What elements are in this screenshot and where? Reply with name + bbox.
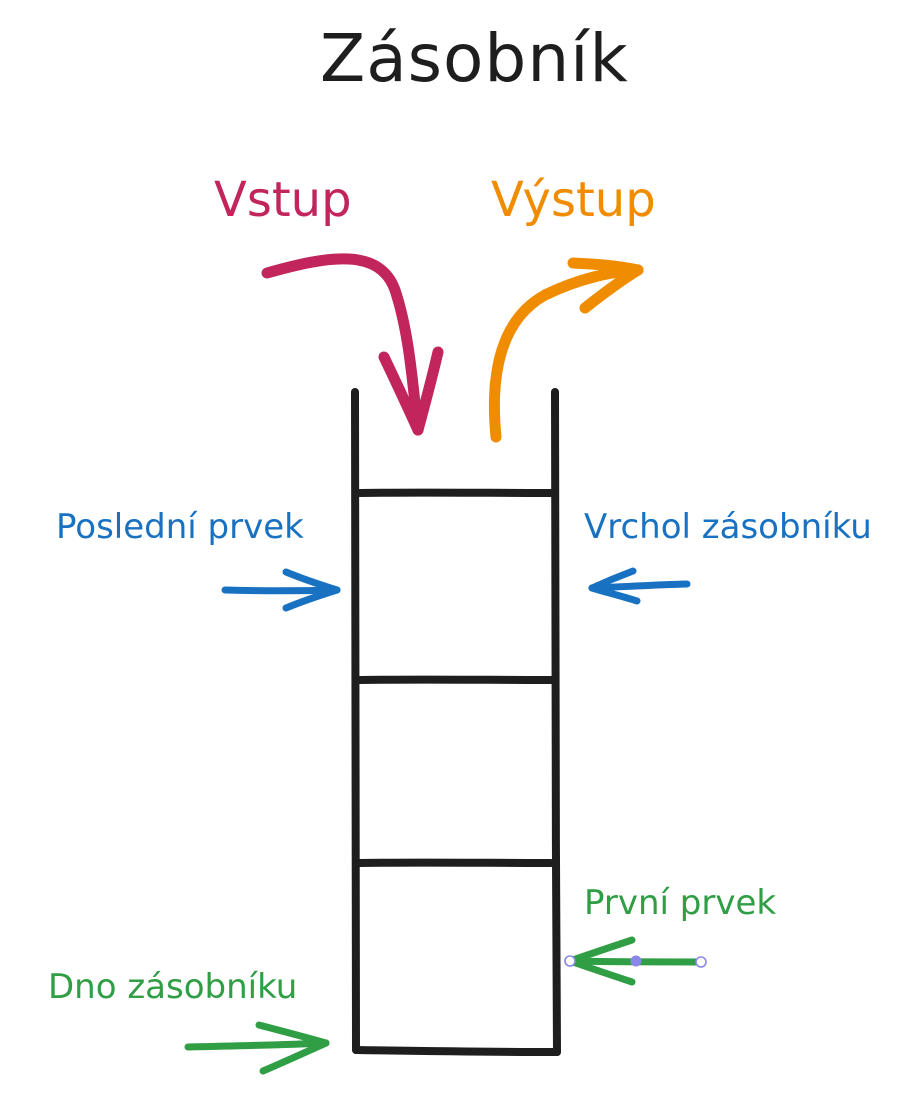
output-arrow-shaft	[488, 264, 644, 443]
start-handle-icon[interactable]	[564, 955, 576, 967]
stack-right-wall	[551, 388, 561, 1056]
input-arrow-shaft	[261, 253, 424, 436]
stack-bottom-arrow-head-bottom	[259, 1039, 330, 1075]
stack-top-arrow	[588, 567, 691, 605]
first-item-arrow-head-top	[566, 936, 636, 965]
end-handle-icon[interactable]	[695, 956, 707, 968]
stack-bottom-arrow-head-top	[255, 1021, 330, 1047]
stack-container	[351, 388, 561, 1056]
stack-bottom-arrow-shaft	[184, 1039, 330, 1051]
output-arrow	[488, 257, 644, 443]
first-item-arrow-handles[interactable]	[564, 955, 707, 968]
output-label: Výstup	[491, 172, 656, 228]
last-item-label: Poslední prvek	[56, 507, 304, 547]
output-arrow-head-bottom	[579, 264, 644, 314]
last-item-arrow	[221, 568, 341, 612]
stack-top-arrow-head-bottom	[588, 584, 641, 605]
stack-top-label: Vrchol zásobníku	[584, 507, 872, 547]
stack-bottom-line	[352, 1046, 561, 1056]
stack-bottom-arrow	[184, 1021, 330, 1075]
first-item-label: První prvek	[584, 883, 777, 923]
input-arrow-head-right	[412, 346, 444, 436]
stack-bottom-label: Dno zásobníku	[48, 967, 298, 1007]
stack-left-wall	[351, 388, 361, 1054]
last-item-arrow-shaft	[221, 586, 341, 595]
input-label: Vstup	[214, 172, 352, 228]
diagram-title: Zásobník	[320, 20, 629, 97]
midpoint-handle-icon[interactable]	[630, 955, 642, 967]
input-arrow	[261, 253, 444, 436]
first-item-arrow-head-bottom	[566, 957, 636, 986]
last-item-arrow-head-bottom	[282, 586, 341, 612]
output-arrow-head-top	[567, 257, 644, 276]
